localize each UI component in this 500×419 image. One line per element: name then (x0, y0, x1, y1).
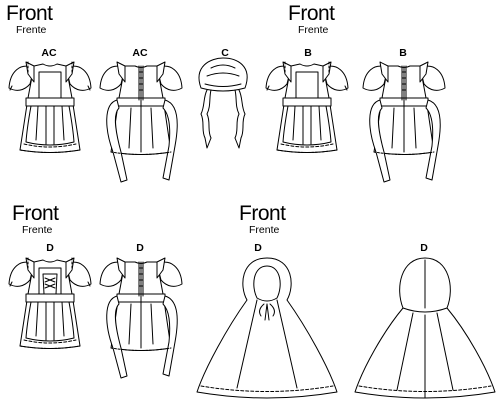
cape-d-back (355, 258, 495, 398)
view-label-d-front: D (46, 242, 54, 254)
view-label-d-back: D (136, 242, 144, 254)
view-label-c: C (221, 47, 229, 59)
bonnet-c (199, 58, 247, 148)
view-label-d-cape-front: D (254, 242, 262, 254)
dress-d-front (8, 257, 92, 349)
heading-front-4: Front Frente (239, 203, 286, 236)
heading-front-1: Front Frente (6, 3, 53, 36)
heading-front-3: Front Frente (12, 203, 59, 236)
heading-subtitle: Frente (249, 224, 280, 236)
view-label-d-cape-back: D (420, 242, 428, 254)
heading-subtitle: Frente (16, 24, 47, 36)
dress-d-back (99, 257, 183, 379)
heading-subtitle: Frente (298, 24, 329, 36)
dress-ac-back (99, 61, 183, 183)
view-label-b-front: B (304, 47, 312, 59)
view-label-ac-front: AC (41, 47, 57, 59)
heading-title: Front (12, 202, 59, 225)
heading-title: Front (6, 2, 53, 25)
dress-ac-front (8, 61, 92, 153)
view-label-ac-back: AC (132, 47, 148, 59)
cape-d-front (197, 258, 337, 398)
dress-b-front (265, 61, 349, 153)
heading-title: Front (239, 202, 286, 225)
heading-front-2: Front Frente (288, 3, 335, 36)
heading-title: Front (288, 2, 335, 25)
heading-subtitle: Frente (22, 224, 53, 236)
view-label-b-back: B (399, 47, 407, 59)
dress-b-back (362, 61, 446, 183)
